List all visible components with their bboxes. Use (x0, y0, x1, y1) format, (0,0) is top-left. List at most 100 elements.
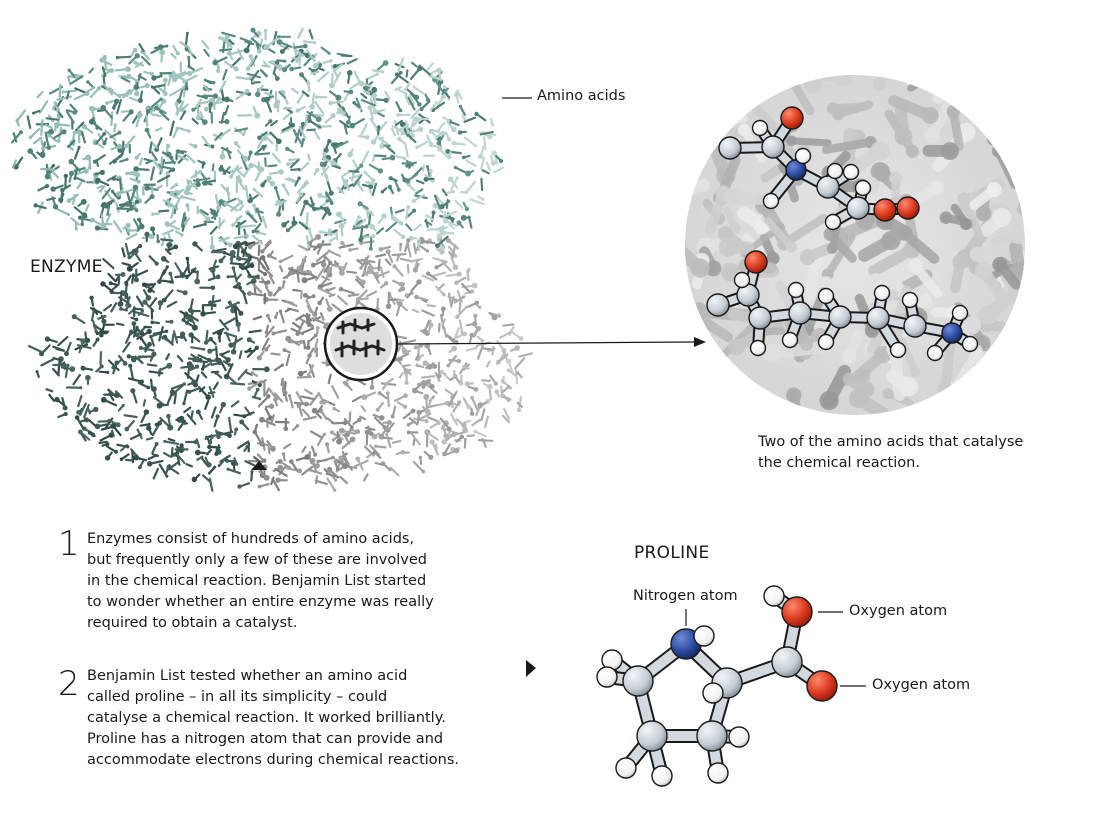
enzyme-atom (383, 97, 389, 103)
enzyme-atom (138, 465, 142, 470)
enzyme-bond (145, 436, 154, 441)
enzyme-atom (225, 186, 230, 190)
enzyme-bond (376, 227, 385, 235)
background-bond (940, 336, 957, 395)
enzyme-bond (310, 70, 320, 75)
enzyme-atom (263, 366, 270, 373)
enzyme-bond (306, 49, 316, 62)
enzyme-bond (301, 327, 315, 334)
enzyme-atom (247, 386, 252, 391)
enzyme-atom (224, 119, 230, 125)
enzyme-atom (473, 429, 478, 434)
enzyme-atom (258, 397, 261, 401)
enzyme-atom (506, 397, 511, 402)
enzyme-atom (218, 166, 224, 172)
enzyme-bond (67, 139, 76, 148)
enzyme-atom (230, 349, 237, 355)
enzyme-bond (283, 443, 292, 450)
enzyme-bond (36, 91, 44, 99)
enzyme-atom (367, 105, 373, 111)
enzyme-bond (441, 260, 453, 273)
enzyme-atom (140, 337, 144, 341)
enzyme-atom (106, 212, 110, 216)
enzyme-bond (272, 152, 281, 164)
enzyme-atom (238, 310, 244, 316)
enzyme-bond (391, 214, 404, 226)
enzyme-bond (152, 142, 158, 149)
enzyme-atom (381, 70, 385, 74)
enzyme-bond (158, 326, 164, 342)
enzyme-atom (345, 119, 351, 125)
enzyme-bond (236, 273, 242, 281)
carbon-atom (696, 720, 728, 752)
enzyme-atom (126, 228, 131, 233)
enzyme-atom (311, 407, 318, 414)
enzyme-atom (370, 139, 377, 145)
step-line: Enzymes consist of hundreds of amino aci… (87, 531, 415, 547)
enzyme-atom (440, 306, 446, 312)
enzyme-atom (147, 422, 151, 426)
enzyme-atom (260, 182, 265, 188)
enzyme-atom (124, 426, 130, 432)
background-atom (737, 123, 751, 137)
enzyme-atom (128, 363, 133, 368)
enzyme-atom (282, 280, 286, 284)
enzyme-atom (85, 374, 91, 381)
enzyme-bond (321, 275, 331, 281)
background-atom (870, 162, 891, 182)
enzyme-atom (161, 297, 167, 303)
enzyme-bond (116, 443, 129, 448)
enzyme-atom (136, 225, 141, 231)
enzyme-bond (177, 154, 187, 164)
enzyme-bond (107, 272, 117, 283)
enzyme-atom (88, 105, 94, 111)
enzyme-structure (11, 27, 533, 492)
oxygen-atom (806, 670, 838, 702)
enzyme-atom (440, 130, 446, 137)
enzyme-bond (412, 460, 425, 473)
enzyme-bond (357, 379, 366, 386)
enzyme-bond (136, 295, 144, 308)
enzyme-atom (281, 222, 287, 228)
enzyme-bond (163, 440, 180, 445)
enzyme-atom (277, 464, 284, 471)
enzyme-atom (202, 180, 208, 186)
enzyme-atom (85, 154, 92, 161)
enzyme-atom (403, 393, 408, 399)
enzyme-atom (454, 254, 458, 258)
enzyme-atom (213, 303, 217, 308)
enzyme-atom (277, 35, 281, 39)
enzyme-atom (462, 331, 468, 337)
enzyme-bond (267, 445, 271, 455)
enzyme-atom (146, 461, 153, 467)
enzyme-bond (65, 90, 70, 100)
enzyme-atom (163, 439, 167, 443)
background-bond (941, 379, 985, 405)
enzyme-bond (247, 253, 251, 265)
enzyme-atom (348, 89, 354, 95)
carbon-atom (622, 665, 654, 697)
enzyme-bond (16, 109, 26, 122)
enzyme-bond (439, 417, 451, 430)
enzyme-bond (75, 121, 85, 132)
enzyme-atom (256, 274, 260, 279)
enzyme-bond (441, 87, 450, 96)
enzyme-atom (429, 439, 435, 445)
enzyme-bond (427, 416, 439, 423)
enzyme-bond (245, 347, 252, 354)
enzyme-bond (348, 170, 360, 173)
enzyme-bond (313, 130, 321, 140)
enzyme-atom (379, 266, 383, 270)
enzyme-bond (123, 414, 138, 419)
enzyme-bond (152, 159, 163, 172)
enzyme-atom (84, 91, 90, 96)
enzyme-bond (72, 373, 82, 386)
background-atom (978, 305, 998, 325)
enzyme-bond (250, 69, 260, 82)
enzyme-bond (444, 388, 455, 397)
enzyme-atom (405, 242, 410, 247)
enzyme-bond (264, 91, 273, 97)
enzyme-atom (328, 190, 334, 196)
enzyme-atom (163, 77, 168, 83)
enzyme-bond (268, 274, 275, 285)
